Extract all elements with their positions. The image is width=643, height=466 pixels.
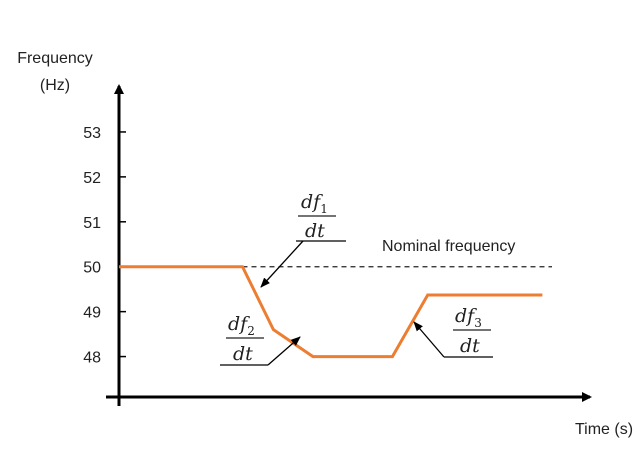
annotation-1-subscript: 1	[320, 202, 328, 216]
annotation-1-arrow	[260, 240, 304, 288]
y-tick-label: 50	[83, 260, 101, 277]
y-tick-label: 52	[83, 170, 101, 187]
y-ticks: 53 52 51 50 49 48	[83, 125, 126, 367]
annotation-2-subscript: 2	[247, 324, 255, 338]
svg-text:df2: df2	[228, 313, 255, 338]
frequency-series-line	[119, 265, 543, 359]
annotation-3-arrow	[413, 321, 445, 358]
annotation-1-numerator: df	[301, 191, 323, 213]
x-axis-label: Time (s)	[575, 421, 633, 438]
y-axis-label: Frequency	[17, 50, 93, 67]
svg-text:df1: df1	[301, 191, 328, 216]
annotation-3-denominator: dt	[460, 335, 480, 357]
y-tick-label: 49	[83, 305, 101, 322]
annotation-2-denominator: dt	[233, 343, 253, 365]
annotation-3-numerator: df	[455, 305, 477, 327]
y-axis-unit: (Hz)	[40, 77, 70, 94]
annotation-df1-dt: df1 dt	[260, 191, 346, 288]
y-tick-label: 48	[83, 350, 101, 367]
annotation-df2-dt: df2 dt	[220, 313, 301, 366]
annotation-1-denominator: dt	[305, 220, 325, 242]
y-tick-label: 51	[83, 215, 101, 232]
annotation-3-subscript: 3	[474, 316, 482, 330]
annotation-2-arrow	[267, 336, 301, 366]
svg-text:df3: df3	[455, 305, 482, 330]
nominal-frequency-label: Nominal frequency	[382, 238, 515, 255]
annotation-df3-dt: df3 dt	[413, 305, 493, 358]
y-tick-label: 53	[83, 125, 101, 142]
annotation-2-numerator: df	[228, 313, 250, 335]
